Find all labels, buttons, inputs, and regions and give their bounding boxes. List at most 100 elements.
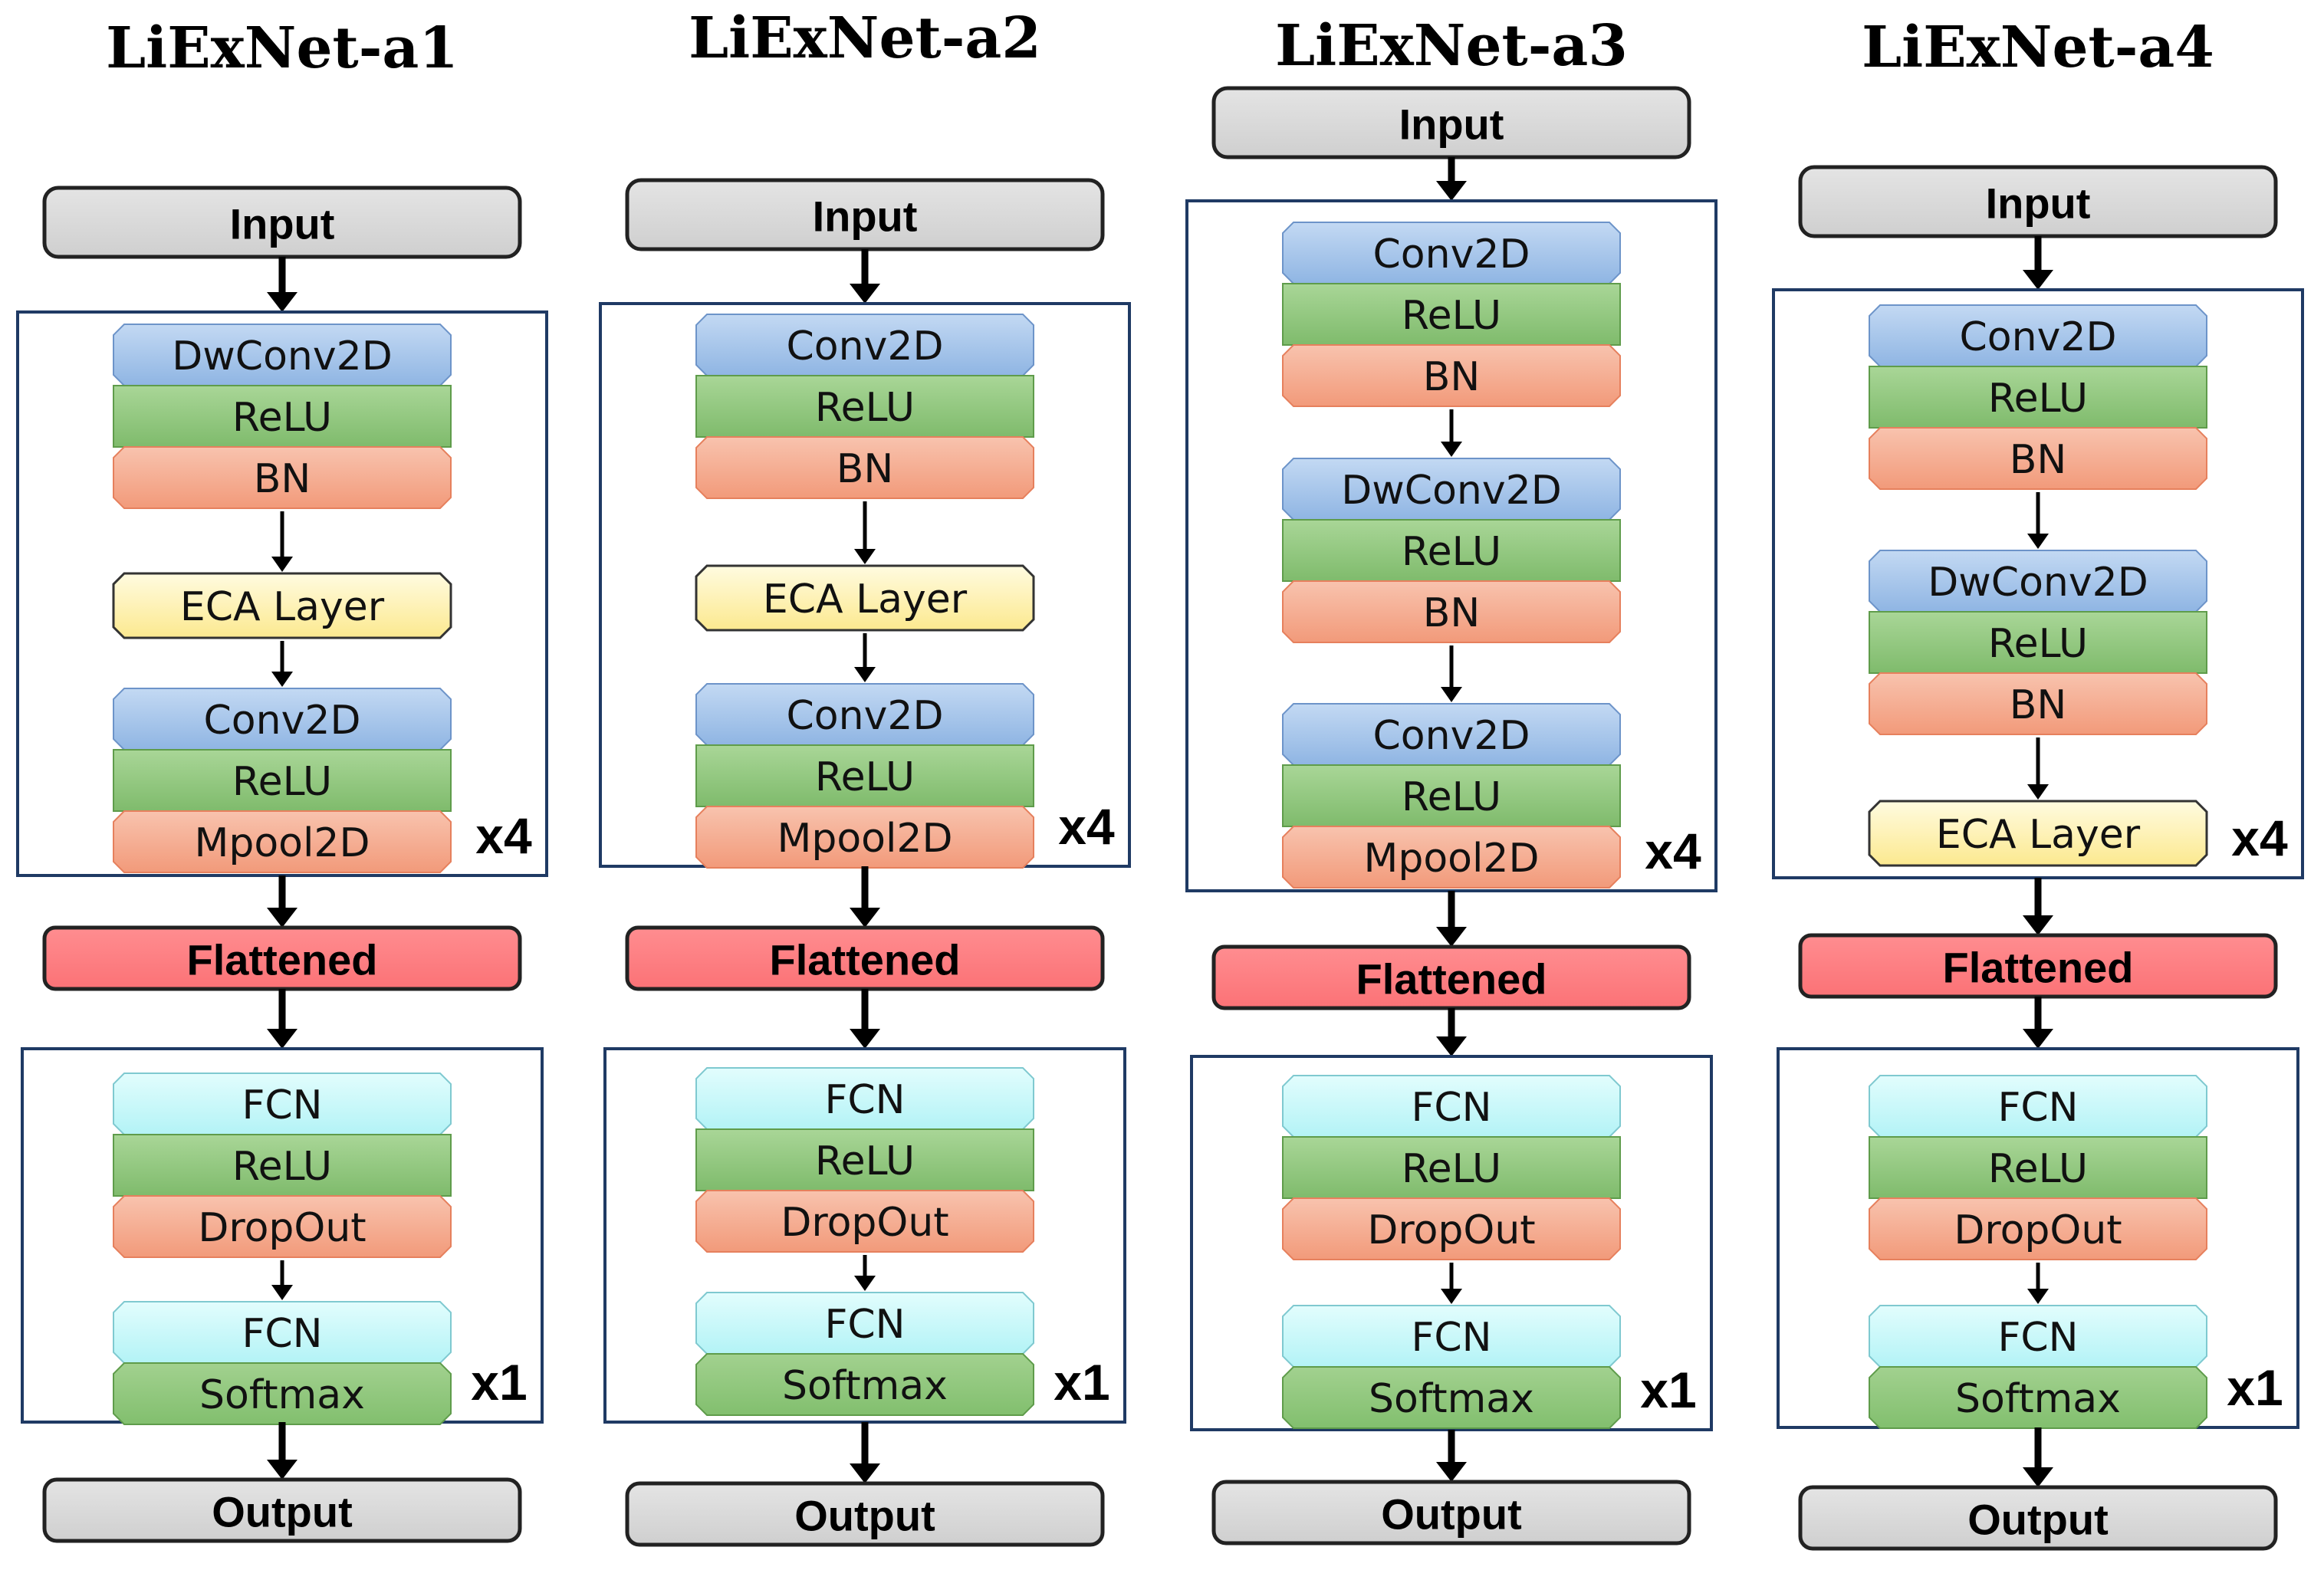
norm-pool-layer: Mpool2D: [695, 806, 1034, 869]
layer-label: ReLU: [1402, 774, 1501, 820]
input-node: Input: [42, 186, 522, 259]
layer-label: ECA Layer: [1936, 812, 2141, 858]
down-arrow-icon: [2023, 236, 2053, 290]
input-node-label: Input: [230, 200, 335, 248]
down-arrow-icon: [854, 1255, 876, 1291]
layer-label: BN: [254, 456, 311, 502]
output-node: Output: [1798, 1485, 2278, 1551]
layer-label: BN: [2010, 682, 2067, 728]
flatten-label: Flattened: [1356, 955, 1547, 1004]
layer-label: FCN: [1411, 1085, 1491, 1131]
output-label: Output: [1381, 1490, 1521, 1539]
output-label: Output: [1967, 1496, 2108, 1544]
repeat-count: x4: [1058, 798, 1115, 855]
layer-label: FCN: [1411, 1315, 1491, 1361]
fcn-layer: FCN: [113, 1072, 452, 1135]
flatten-node: Flattened: [1798, 933, 2278, 999]
layer-label: ReLU: [232, 759, 332, 805]
down-arrow-icon: [267, 875, 297, 928]
down-arrow-icon: [267, 989, 297, 1049]
down-arrow-icon: [1441, 645, 1462, 702]
softmax-layer: Softmax: [1869, 1366, 2207, 1429]
eca-layer: ECA Layer: [695, 564, 1035, 632]
layer-label: FCN: [1997, 1315, 2078, 1361]
flatten-label: Flattened: [770, 936, 961, 984]
network-column: LiExNet-a4InputConv2DReLUBNDwConv2DReLUB…: [1772, 15, 2304, 1551]
network-title: LiExNet-a2: [689, 5, 1041, 71]
layer-group: FCN Softmax: [1869, 1305, 2207, 1429]
layer-label: ReLU: [1988, 1146, 2088, 1192]
conv-layer: Conv2D: [1282, 222, 1621, 284]
down-arrow-icon: [267, 257, 297, 312]
layer-label: DwConv2D: [172, 333, 393, 379]
softmax-layer: Softmax: [113, 1362, 452, 1425]
layer-label: BN: [2010, 437, 2067, 483]
fcn-layer: FCN: [1282, 1305, 1621, 1368]
fcn-layer: FCN: [1869, 1305, 2207, 1368]
down-arrow-icon: [1436, 891, 1467, 947]
layer-label: ReLU: [232, 1144, 332, 1190]
down-arrow-icon: [271, 641, 293, 687]
input-node: Input: [1798, 165, 2278, 238]
down-arrow-icon: [1441, 409, 1462, 457]
flatten-label: Flattened: [187, 936, 378, 984]
relu-layer: ReLU: [1282, 764, 1621, 827]
norm-pool-layer: DropOut: [1869, 1197, 2207, 1260]
norm-pool-layer: BN: [1869, 427, 2207, 490]
repeat-count: x1: [2227, 1359, 2283, 1416]
layer-label: DwConv2D: [1341, 468, 1562, 514]
conv-layer: Conv2D: [1869, 304, 2207, 367]
down-arrow-icon: [850, 866, 880, 928]
layer-label: BN: [1423, 590, 1481, 636]
fcn-layer: FCN: [1282, 1075, 1621, 1138]
layer-label: BN: [1423, 354, 1481, 400]
repeat-count: x1: [1054, 1354, 1109, 1411]
down-arrow-icon: [1436, 1008, 1467, 1056]
network-title: LiExNet-a1: [106, 15, 459, 81]
input-node-label: Input: [1986, 179, 2091, 228]
norm-pool-layer: DropOut: [695, 1190, 1034, 1253]
layer-label: Mpool2D: [1363, 836, 1539, 882]
layer-label: Softmax: [1369, 1376, 1534, 1422]
relu-layer: ReLU: [695, 1128, 1034, 1191]
relu-layer: ReLU: [1282, 283, 1621, 346]
down-arrow-icon: [267, 1422, 297, 1480]
softmax-layer: Softmax: [695, 1353, 1034, 1416]
down-arrow-icon: [854, 501, 876, 564]
norm-pool-layer: BN: [1282, 580, 1621, 643]
layer-label: ReLU: [1402, 529, 1501, 575]
relu-layer: ReLU: [1282, 519, 1621, 582]
repeat-count: x4: [475, 807, 532, 864]
layer-label: FCN: [824, 1302, 905, 1348]
down-arrow-icon: [854, 633, 876, 682]
layer-group: Conv2D ReLU Mpool2D: [1282, 703, 1621, 889]
layer-label: ReLU: [815, 1138, 915, 1184]
layer-label: Conv2D: [204, 698, 361, 744]
fcn-layer: FCN: [695, 1292, 1034, 1355]
relu-layer: ReLU: [1869, 611, 2207, 674]
layer-label: ECA Layer: [180, 584, 385, 630]
down-arrow-icon: [2027, 492, 2049, 549]
layer-label: ReLU: [815, 385, 915, 431]
norm-pool-layer: Mpool2D: [113, 810, 452, 873]
layer-label: FCN: [242, 1082, 322, 1128]
down-arrow-icon: [271, 1260, 293, 1300]
layer-label: DropOut: [781, 1200, 948, 1246]
layer-group: ECA Layer: [695, 564, 1035, 632]
layer-label: Conv2D: [1373, 713, 1530, 759]
layer-label: ReLU: [1988, 621, 2088, 667]
layer-label: FCN: [824, 1077, 905, 1123]
layer-label: Softmax: [782, 1363, 948, 1409]
layer-label: BN: [837, 446, 894, 492]
